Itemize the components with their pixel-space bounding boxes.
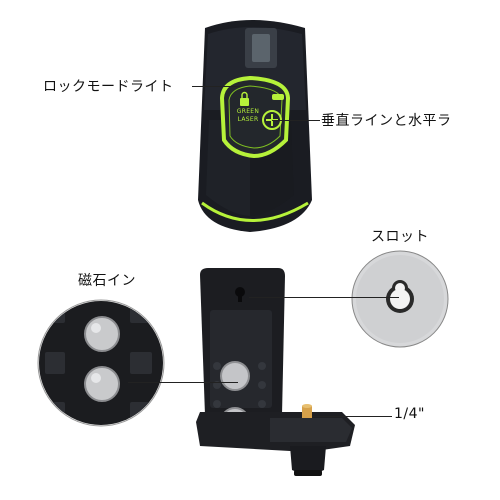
- leader-line-slot: [249, 297, 399, 298]
- panel-text-line1: GREEN: [236, 108, 260, 115]
- lock-icon: [240, 91, 249, 106]
- vertical-horizontal-label: 垂直ラインと水平ラ: [321, 113, 452, 129]
- leader-line-thread: [312, 416, 392, 417]
- thread-size-label: 1/4": [394, 406, 425, 422]
- magnet-label: 磁石イン: [78, 273, 136, 289]
- magnet-zoom-callout: [37, 299, 165, 427]
- slot-zoom-callout: [351, 250, 449, 348]
- laser-level-device: [198, 20, 312, 232]
- led-indicator: [272, 94, 284, 100]
- leader-line-lock: [192, 86, 240, 87]
- leader-line-magnet: [128, 382, 238, 383]
- wall-bracket: [196, 268, 355, 476]
- magnet-disc-top: [84, 316, 120, 352]
- accent-band: [201, 201, 309, 222]
- lock-mode-light-label: ロックモードライト: [43, 79, 174, 95]
- magnet-disc-bottom: [84, 366, 120, 402]
- leader-line-vertical-horizontal: [272, 120, 320, 121]
- slot-label: スロット: [371, 229, 429, 245]
- keyhole-slot-icon: [386, 280, 414, 313]
- control-panel: [219, 75, 291, 159]
- quarter-inch-thread: [302, 406, 312, 418]
- panel-text: GREEN LASER: [236, 108, 260, 124]
- bracket-magnet-top: [220, 361, 250, 391]
- panel-text-line2: LASER: [237, 116, 259, 123]
- adjustment-knob: [290, 446, 326, 474]
